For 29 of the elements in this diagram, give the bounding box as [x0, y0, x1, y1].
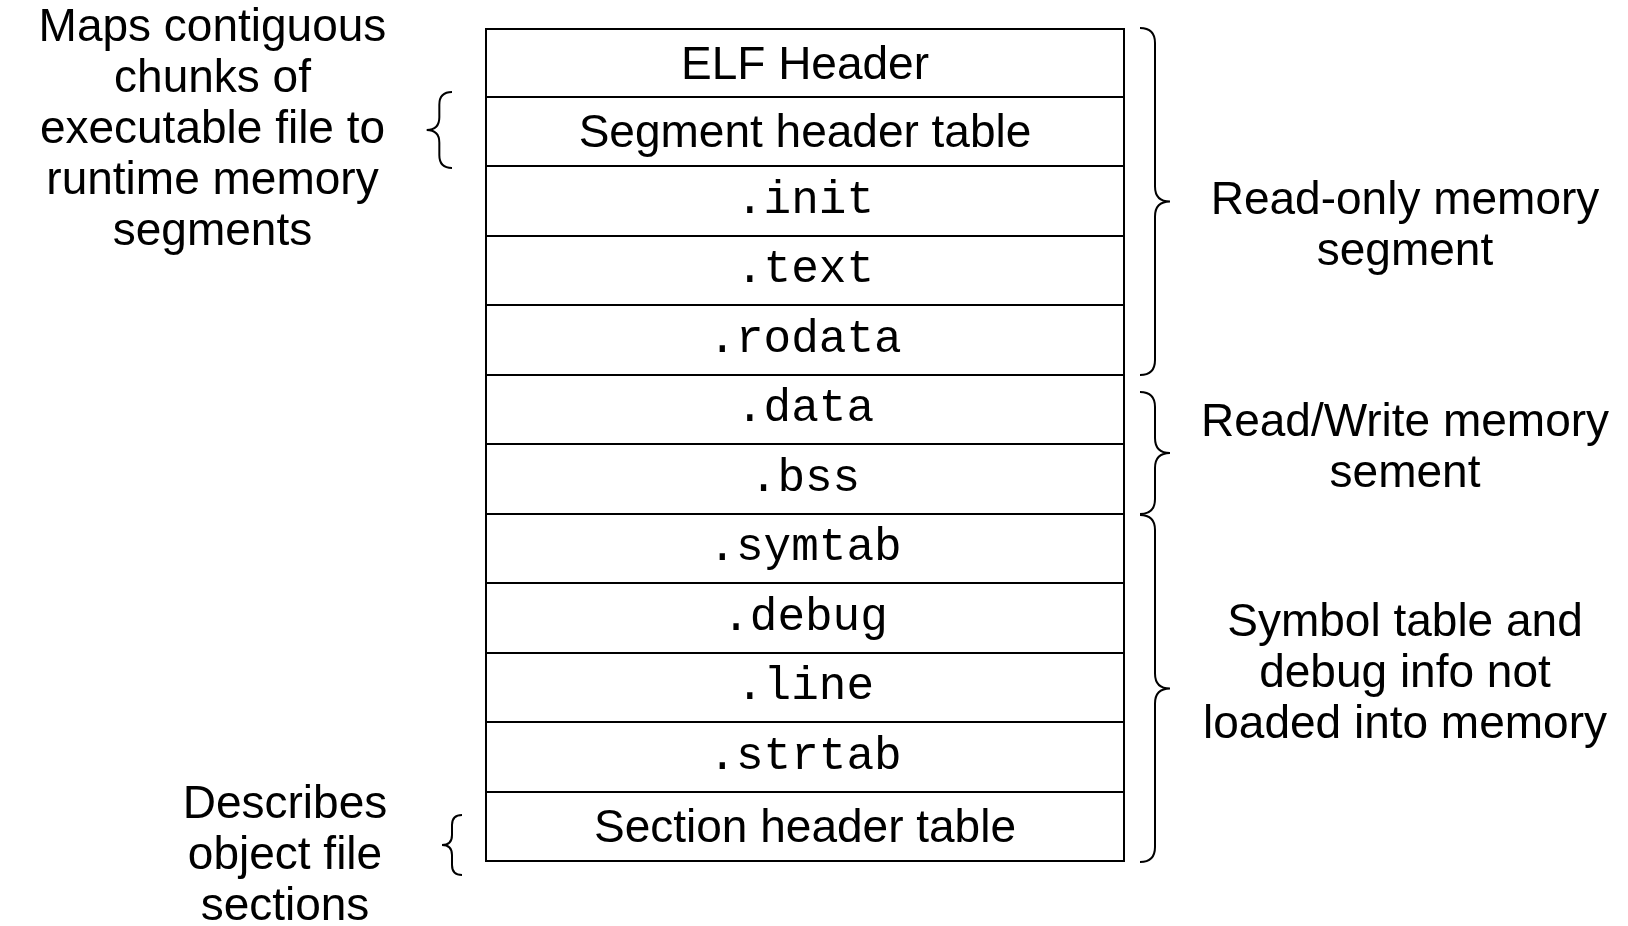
section-row	[485, 165, 1125, 237]
section-row	[485, 95, 1125, 167]
section-name: ELF Header	[681, 39, 929, 86]
section-row	[485, 234, 1125, 306]
section-row	[485, 790, 1125, 862]
section-row	[485, 721, 1125, 793]
section-name: Segment header table	[578, 108, 1032, 155]
section-name: .data	[736, 386, 874, 433]
section-name: Section header table	[594, 803, 1016, 850]
annotation-text: Read-only memory segment	[1209, 173, 1601, 275]
annotation-text: Describes object file sections	[181, 777, 389, 926]
annotation-text: Read/Write memory sement	[1199, 395, 1611, 497]
section-row	[485, 443, 1125, 515]
annotation-text: Maps contiguous chunks of executable file to runtime memory segments	[37, 0, 388, 255]
section-name: .text	[736, 247, 874, 294]
section-row	[485, 651, 1125, 723]
annotation-text: Symbol table and debug info not loaded into memory	[1202, 595, 1608, 748]
section-row	[485, 304, 1125, 376]
section-row	[485, 373, 1125, 445]
section-row	[485, 582, 1125, 654]
section-name: .debug	[722, 594, 888, 641]
section-row	[485, 28, 1125, 98]
section-name: .init	[736, 177, 874, 224]
section-name: .symtab	[708, 525, 902, 572]
section-name: .bss	[749, 455, 861, 502]
section-row	[485, 512, 1125, 584]
section-name: .strtab	[708, 733, 902, 780]
section-name: .line	[736, 664, 874, 711]
section-name: .rodata	[708, 316, 902, 363]
